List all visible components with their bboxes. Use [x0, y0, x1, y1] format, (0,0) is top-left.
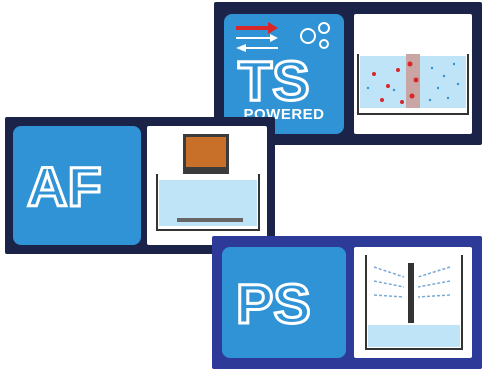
ps-logo-text: PS: [235, 271, 313, 337]
ts-feature-panel: TS POWERED: [214, 2, 482, 145]
svg-text:PS: PS: [236, 272, 311, 335]
ts-powered-badge: TS POWERED: [224, 14, 344, 134]
filter-diagram-icon: [156, 134, 260, 231]
ps-spray-diagram: [354, 247, 472, 358]
af-feature-panel: AF: [5, 117, 275, 254]
svg-text:AF: AF: [27, 155, 102, 218]
af-badge: AF: [13, 126, 141, 245]
spray-diagram-icon: [365, 255, 463, 350]
ts-logo-graphic: [236, 22, 330, 52]
bubbles-icon: [300, 22, 330, 49]
ps-feature-panel: PS: [212, 236, 482, 369]
af-logo-text: AF: [26, 154, 104, 220]
tank-diagram-icon: [357, 54, 469, 115]
ps-badge: PS: [222, 247, 346, 358]
ts-logo-text: TS: [237, 48, 312, 114]
arrows-icon: [236, 22, 278, 52]
af-filter-diagram: [147, 126, 267, 245]
ts-tank-diagram: [354, 14, 472, 134]
svg-text:TS: TS: [238, 49, 310, 112]
